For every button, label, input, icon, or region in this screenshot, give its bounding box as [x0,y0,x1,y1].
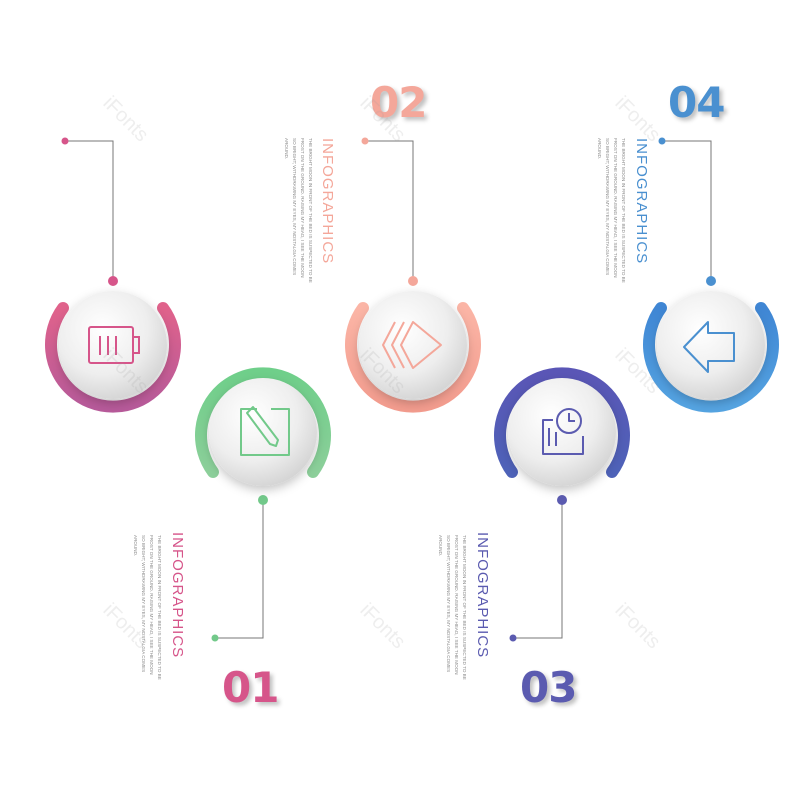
ball-5 [209,378,317,486]
step-title-01: INFOGRAPHICS [169,532,186,659]
step-body-01: THE BRIGHT MOON IN FRONT OF THE BED IS S… [133,535,162,680]
ring-3 [494,367,630,478]
step-number-03: 03 [520,663,577,712]
ring-4 [643,302,779,413]
dot-2b [408,276,418,286]
dot-2a [361,137,369,145]
connector-4 [215,500,264,639]
connector-3 [662,140,712,280]
connector-2 [365,140,414,280]
step-body-03: THE BRIGHT MOON IN FRONT OF THE BED IS S… [438,535,467,680]
battery-icon [88,326,140,364]
connector-5 [513,500,563,639]
step-number-01: 01 [222,663,279,712]
arrow-left-icon [683,321,735,373]
step-title-04: INFOGRAPHICS [633,138,650,265]
ball-3 [508,378,616,486]
ring-2 [345,302,481,413]
clock-document-icon [542,408,584,455]
connector-lines [65,140,712,639]
dot-3a [658,137,666,145]
dot-1a [61,137,69,145]
layers-icon [382,321,442,369]
ring-1 [45,302,181,413]
step-body-04: THE BRIGHT MOON IN FRONT OF THE BED IS S… [597,138,626,283]
edit-icon [240,406,290,456]
connector-1 [65,140,114,280]
step-number-04: 04 [668,78,725,127]
dot-5a [557,495,567,505]
ball-4 [657,291,765,399]
dot-4b [211,634,219,642]
connector-dots [61,137,716,642]
step-title-02: INFOGRAPHICS [319,138,336,265]
step-body-02: THE BRIGHT MOON IN FRONT OF THE BED IS S… [284,138,313,283]
ring-arcs [45,302,779,478]
dot-1b [108,276,118,286]
dot-5b [509,634,517,642]
dot-3b [706,276,716,286]
step-number-02: 02 [370,78,427,127]
step-title-03: INFOGRAPHICS [474,532,491,659]
ring-5 [195,367,331,478]
dot-4a [258,495,268,505]
balls [59,291,765,486]
ball-2 [359,291,467,399]
ball-1 [59,291,167,399]
